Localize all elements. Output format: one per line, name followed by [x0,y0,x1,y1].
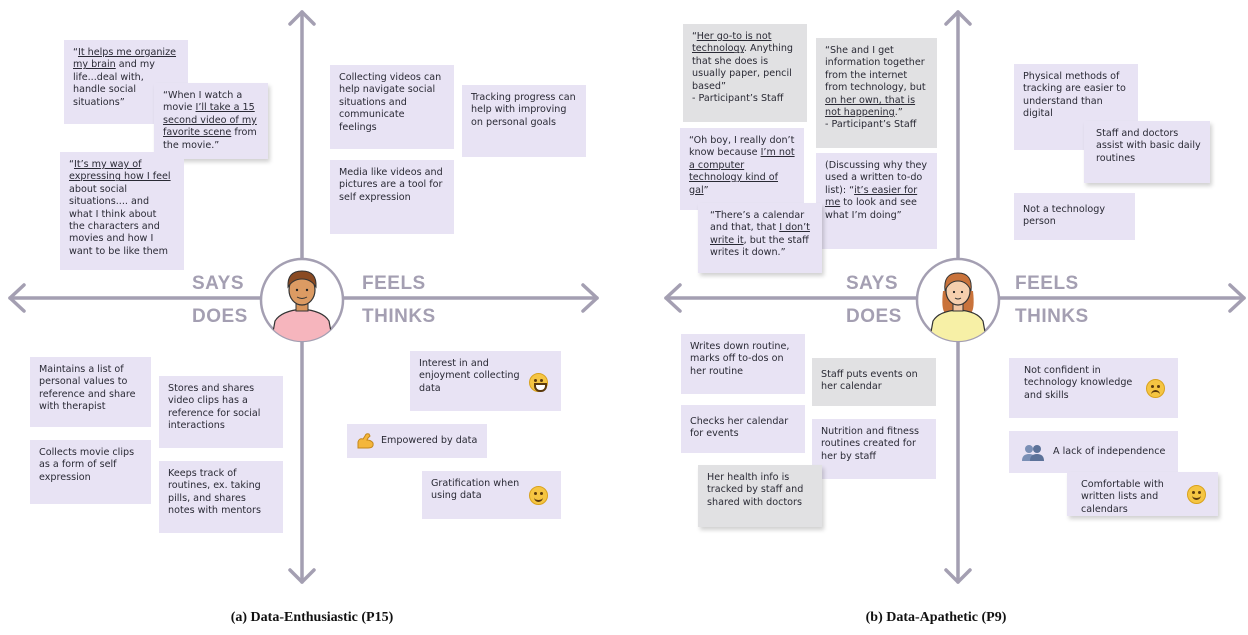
relieved-face-icon [529,486,548,505]
says-note-4: (Discussing why they used a written to-d… [816,153,937,249]
says-note-5: “There’s a calendar and that, that I don… [698,203,822,273]
thinks-note-1: Interest in and enjoyment collecting dat… [410,351,561,411]
says-note-3: “It’s my way of expressing how I feel ab… [60,152,184,270]
does-note-3: Collects movie clips as a form of self e… [30,440,151,504]
does-note-1: Writes down routine, marks off to-dos on… [681,334,805,394]
does-note-4: Nutrition and fitness routines created f… [812,419,936,479]
thinks-note-1-text: Not confident in technology knowledge an… [1024,365,1133,401]
does-note-3: Checks her calendar for events [681,405,805,453]
thinks-note-2: A lack of independence [1009,431,1178,473]
does-label: DOES [846,306,902,327]
thinks-note-1-text: Interest in and enjoyment collecting dat… [419,358,520,394]
feels-note-3: Media like videos and pictures are a too… [330,160,454,234]
says-note-2: “She and I get information together from… [816,38,937,148]
feels-note-3: Not a technology person [1014,193,1135,240]
persona-avatar-female [915,257,1001,343]
panel-a-caption: (a) Data-Enthusiastic (P15) [230,610,394,625]
thinks-note-3-text: Comfortable with written lists and calen… [1081,479,1164,515]
thinks-note-3: Gratification when using data [422,471,561,519]
thinks-note-3: Comfortable with written lists and calen… [1067,472,1218,516]
sad-face-icon [1146,379,1165,398]
thinks-note-1: Not confident in technology knowledge an… [1009,358,1178,418]
panel-data-enthusiastic: SAYS FEELS DOES THINKS “It helps me orga… [8,10,599,625]
persona-avatar-male [259,257,345,343]
does-note-2: Staff puts events on her calendar [812,358,936,406]
says-note-1: “Her go-to is not technology. Anything t… [683,24,807,122]
flexed-biceps-icon [357,433,374,449]
says-note-2: “When I watch a movie I’ll take a 15 sec… [154,83,268,159]
says-note-3: “Oh boy, I really don’t know because I’m… [680,128,804,210]
feels-note-1: Collecting videos can help navigate soci… [330,65,454,149]
people-icon [1022,445,1044,461]
thinks-note-2-text: A lack of independence [1053,446,1166,457]
does-note-5: Her health info is tracked by staff and … [698,465,822,527]
thinks-label: THINKS [1015,306,1089,327]
thinks-label: THINKS [362,306,436,327]
thinks-note-2-text: Empowered by data [381,435,478,446]
panel-data-apathetic: SAYS FEELS DOES THINKS “Her go-to is not… [624,0,1248,635]
feels-note-2: Tracking progress can help with improvin… [462,85,586,157]
grinning-face-icon [529,373,548,392]
does-note-2: Stores and shares video clips has a refe… [159,376,283,448]
feels-label: FEELS [362,273,426,294]
feels-note-2: Staff and doctors assist with basic dail… [1084,121,1210,183]
says-label: SAYS [846,273,898,294]
panel-b-caption: (b) Data-Apathetic (P9) [865,610,1007,625]
says-label: SAYS [192,273,244,294]
does-note-4: Keeps track of routines, ex. taking pill… [159,461,283,533]
thinks-note-3-text: Gratification when using data [431,478,520,502]
feels-label: FEELS [1015,273,1079,294]
does-note-1: Maintains a list of personal values to r… [30,357,151,427]
does-label: DOES [192,306,248,327]
thinks-note-2: Empowered by data [347,424,487,458]
slightly-smiling-face-icon [1187,485,1206,504]
